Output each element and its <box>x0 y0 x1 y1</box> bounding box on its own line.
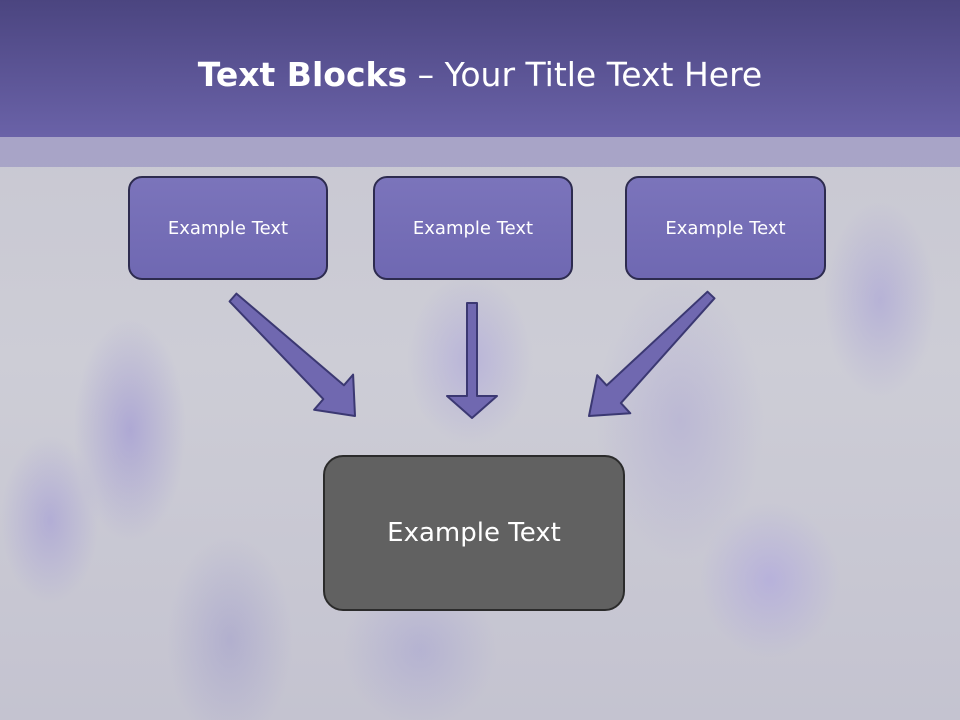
text-block-center[interactable]: Example Text <box>373 176 573 280</box>
text-block-main[interactable]: Example Text <box>323 455 625 611</box>
slide-title: Text Blocks – Your Title Text Here <box>0 52 960 98</box>
title-rest: Your Title Text Here <box>444 55 763 94</box>
title-bar-band <box>0 137 960 167</box>
title-separator: – <box>407 55 445 94</box>
title-bar <box>0 0 960 137</box>
title-bold: Text Blocks <box>197 55 408 94</box>
arrow-right-to-main[interactable] <box>588 290 716 417</box>
arrow-left-to-main[interactable] <box>228 292 356 417</box>
text-block-right-label: Example Text <box>665 217 786 239</box>
text-block-left-label: Example Text <box>167 217 289 239</box>
text-block-left[interactable]: Example Text <box>128 176 328 280</box>
text-block-main-label: Example Text <box>387 518 561 548</box>
text-block-center-label: Example Text <box>412 217 534 239</box>
arrow-center-to-main[interactable] <box>446 302 498 419</box>
text-block-right[interactable]: Example Text <box>625 176 826 280</box>
